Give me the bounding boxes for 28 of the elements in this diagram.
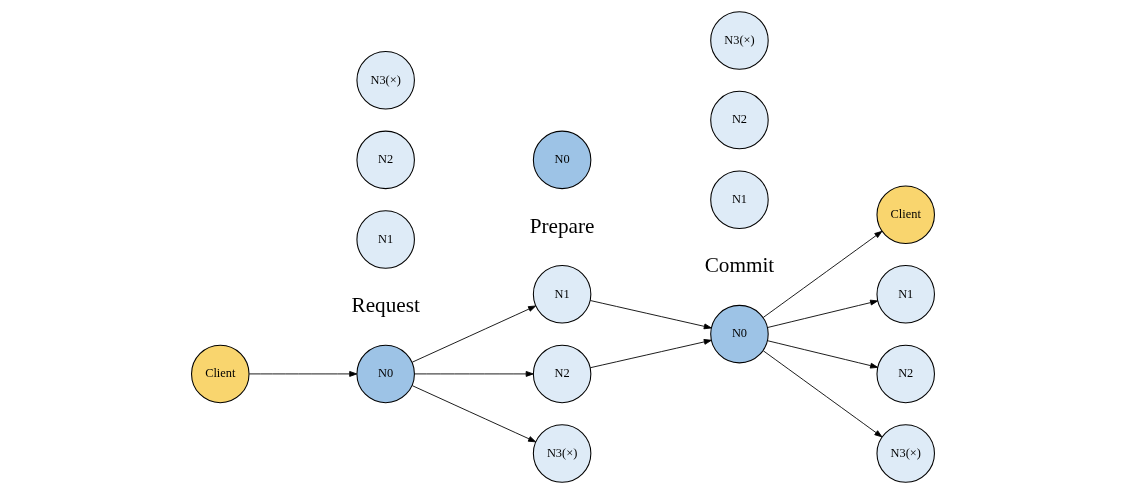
arrow bbox=[767, 340, 879, 369]
arrow bbox=[762, 230, 883, 318]
node-circle: N1 bbox=[710, 170, 769, 229]
arrow bbox=[411, 305, 537, 363]
label: Prepare bbox=[529, 213, 595, 238]
node-circle: N0 bbox=[710, 304, 769, 364]
node-circle: N3(×) bbox=[532, 424, 592, 483]
node-circle: N2 bbox=[710, 90, 769, 150]
node-circle: N2 bbox=[532, 344, 592, 404]
node-circle: N0 bbox=[356, 344, 415, 404]
label: Request bbox=[351, 293, 420, 318]
node-circle: N3(×) bbox=[356, 51, 415, 110]
node-circle: N0 bbox=[532, 130, 592, 190]
node-circle: N2 bbox=[356, 130, 415, 190]
arrow bbox=[762, 350, 883, 438]
arrow bbox=[248, 371, 358, 377]
arrow bbox=[590, 339, 712, 369]
node-circle: Client bbox=[191, 344, 250, 404]
node-circle: N2 bbox=[876, 344, 935, 404]
node-circle: N1 bbox=[532, 265, 592, 324]
label: Commit bbox=[704, 253, 775, 278]
node-circle: N1 bbox=[876, 265, 935, 324]
node-circle: N1 bbox=[356, 210, 415, 269]
arrow bbox=[767, 299, 879, 328]
node-circle: N3(×) bbox=[710, 11, 769, 70]
arrow bbox=[414, 371, 534, 377]
arrow bbox=[411, 385, 537, 443]
arrow bbox=[590, 300, 712, 330]
